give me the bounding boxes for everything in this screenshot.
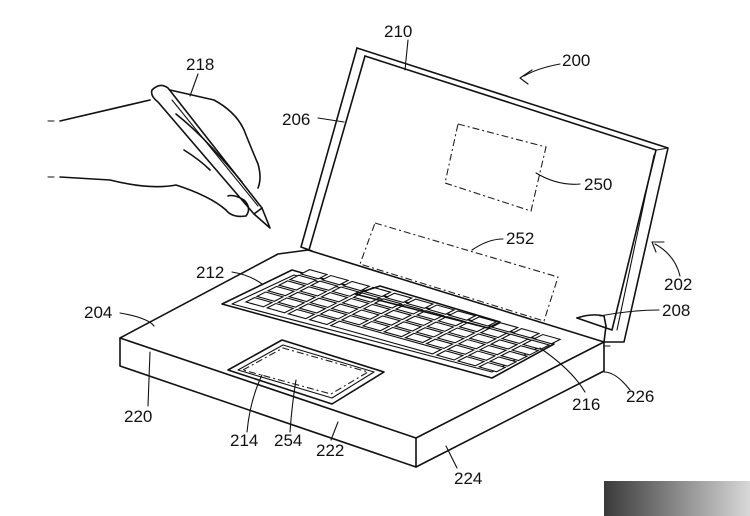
- label-214: 214: [230, 431, 258, 450]
- key: [489, 339, 519, 350]
- label-212: 212: [196, 263, 224, 282]
- key: [255, 291, 285, 302]
- label-224: 224: [454, 469, 482, 488]
- hand: [47, 89, 261, 218]
- keyboard-keys: [244, 269, 562, 373]
- key: [265, 302, 295, 314]
- key: [286, 308, 316, 320]
- base-housing: [119, 249, 611, 468]
- label-202: 202: [664, 275, 692, 294]
- label-250: 250: [584, 175, 612, 194]
- key: [405, 298, 435, 309]
- key: [435, 350, 465, 361]
- key: [446, 344, 476, 355]
- key: [500, 333, 530, 345]
- label-206: 206: [282, 110, 310, 129]
- key: [414, 327, 444, 338]
- key: [266, 285, 296, 297]
- key: [330, 286, 360, 297]
- key: [298, 286, 328, 297]
- key: [309, 280, 339, 291]
- key: [319, 292, 349, 303]
- key: [447, 327, 477, 338]
- label-226: 226: [626, 387, 654, 406]
- key: [457, 338, 487, 350]
- key: [426, 304, 456, 315]
- key: [490, 322, 520, 333]
- key: [456, 356, 486, 367]
- hinge: [576, 314, 607, 327]
- label-254: 254: [274, 431, 302, 450]
- key: [340, 315, 370, 326]
- key: [488, 356, 518, 367]
- label-216: 216: [572, 395, 600, 414]
- key: [532, 333, 562, 345]
- label-200: 200: [562, 51, 590, 70]
- key: [351, 309, 381, 320]
- key: [320, 274, 350, 286]
- key: [276, 297, 306, 308]
- key: [425, 321, 455, 332]
- leader-lines: [119, 39, 681, 469]
- key: [287, 291, 317, 303]
- label-252: 252: [506, 229, 534, 248]
- key: [499, 350, 529, 362]
- key: [403, 332, 433, 344]
- key: [297, 303, 327, 314]
- key: [384, 292, 414, 304]
- key: [521, 339, 551, 350]
- key: [319, 309, 349, 320]
- corner-shade-bar: [604, 481, 750, 516]
- key: [383, 309, 413, 321]
- key: [341, 297, 371, 309]
- display-lid: [300, 47, 669, 343]
- display-region-250: [444, 123, 547, 212]
- key: [288, 274, 318, 286]
- key: [244, 297, 274, 308]
- reference-labels: 218 210 200 206 250 252 202 212 208 204 …: [84, 22, 692, 488]
- key: [478, 344, 508, 356]
- key: [299, 269, 329, 280]
- key: [468, 333, 498, 344]
- trackpad: [227, 339, 385, 405]
- key: [479, 327, 509, 339]
- key: [382, 326, 412, 338]
- key: [308, 314, 338, 326]
- key: [277, 280, 307, 291]
- key: [404, 315, 434, 327]
- key: [393, 321, 423, 332]
- key: [511, 328, 541, 339]
- key: [372, 315, 402, 326]
- stylus: [150, 84, 271, 229]
- key: [467, 350, 497, 361]
- key: [436, 333, 466, 344]
- key: [308, 297, 338, 309]
- label-220: 220: [124, 407, 152, 426]
- key: [510, 345, 540, 356]
- key: [477, 361, 507, 373]
- label-208: 208: [662, 301, 690, 320]
- key: [362, 303, 392, 315]
- hinge-strip: [354, 285, 501, 329]
- key: [341, 280, 371, 292]
- label-204: 204: [84, 303, 112, 322]
- label-210: 210: [384, 22, 412, 41]
- key: [330, 303, 360, 314]
- label-218: 218: [186, 55, 214, 74]
- key: [447, 310, 477, 321]
- space-bar-key: [329, 320, 443, 355]
- trackpad-region-254: [241, 347, 370, 395]
- key: [361, 320, 391, 332]
- display-band-252: [359, 222, 559, 322]
- label-222: 222: [316, 441, 344, 460]
- keyboard: [221, 269, 562, 379]
- key: [425, 338, 455, 350]
